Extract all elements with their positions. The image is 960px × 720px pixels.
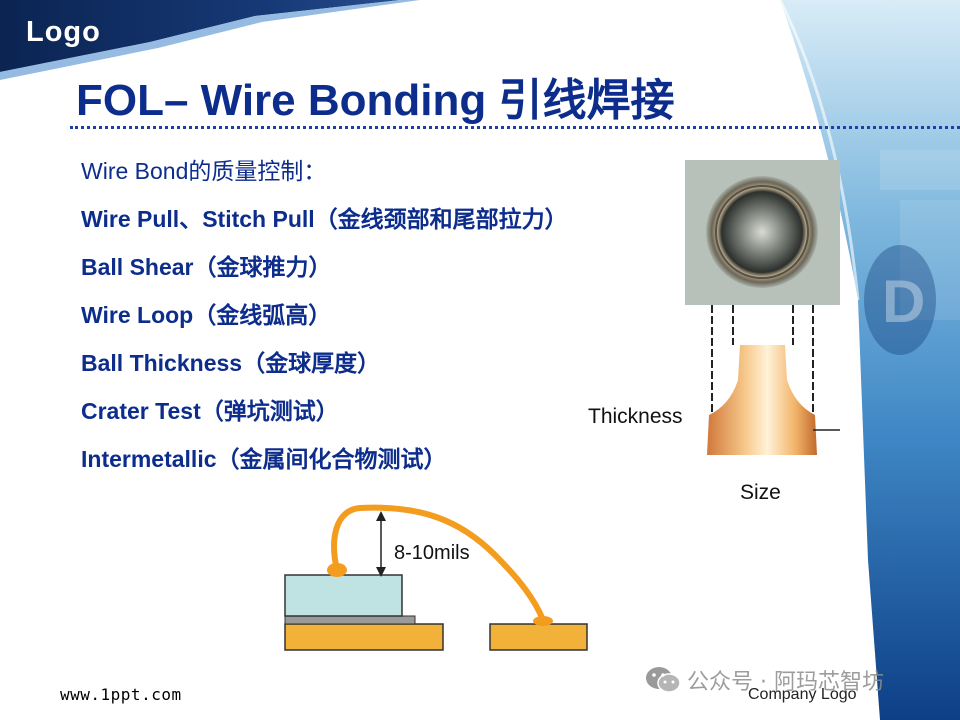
list-item: Ball Thickness（金球厚度） <box>81 350 381 376</box>
company-logo-text: Company Logo <box>748 686 857 703</box>
watermark: 公众号 · 阿玛芯智坊 <box>645 664 884 696</box>
decorative-right-panel: D <box>778 0 960 720</box>
ball-bond-micrographs <box>685 160 840 455</box>
lead-frame-left <box>284 623 444 651</box>
wechat-icon <box>646 667 681 693</box>
watermark-text: 公众号 · 阿玛芯智坊 <box>687 670 884 695</box>
svg-text:D: D <box>882 268 925 335</box>
list-item: Intermetallic（金属间化合物测试） <box>81 446 447 472</box>
logo-text: Logo <box>26 16 101 48</box>
size-label: Size <box>740 481 781 504</box>
quality-control-list: Wire Bond的质量控制： Wire Pull、Stitch Pull（金线… <box>81 154 568 490</box>
stitch-bond <box>533 616 553 626</box>
lead-frame-right <box>489 623 588 651</box>
website-link[interactable]: www.1ppt.com <box>60 685 182 704</box>
ball-bond <box>327 563 347 577</box>
die-attach-layer <box>284 615 416 625</box>
list-item: Ball Shear（金球推力） <box>81 254 332 280</box>
silicon-die <box>284 574 403 617</box>
title-divider <box>70 126 960 129</box>
page-title: FOL– Wire Bonding 引线焊接 <box>76 76 675 125</box>
ball-side-view-photo <box>707 345 817 455</box>
header-banner <box>0 0 420 80</box>
thickness-label: Thickness <box>588 405 683 428</box>
loop-height-label: 8-10mils <box>394 542 470 564</box>
list-item: Crater Test（弹坑测试） <box>81 398 339 424</box>
list-item: Wire Bond的质量控制： <box>81 158 327 184</box>
list-item: Wire Pull、Stitch Pull（金线颈部和尾部拉力） <box>81 206 568 232</box>
list-item: Wire Loop（金线弧高） <box>81 302 332 328</box>
